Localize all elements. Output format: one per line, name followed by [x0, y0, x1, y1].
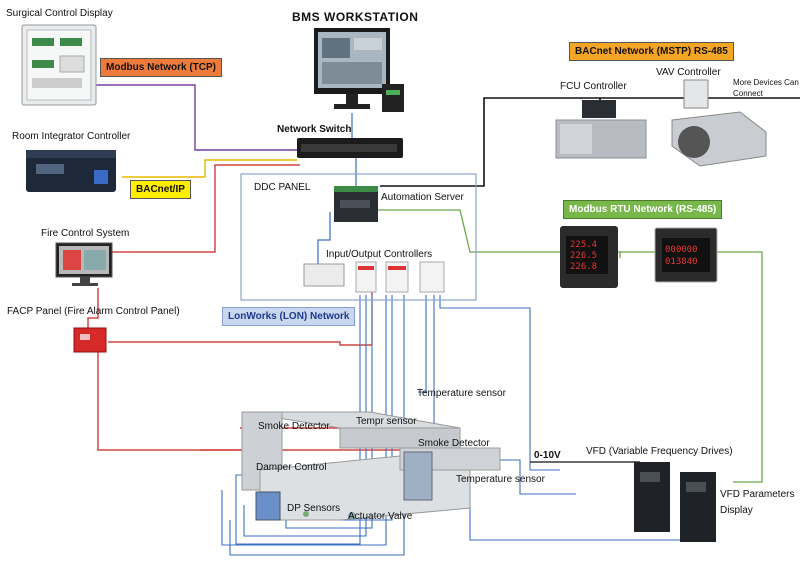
power-meter-2 [654, 227, 718, 283]
zero-ten-v-label: 0-10V [534, 450, 561, 461]
power-meter-1 [560, 226, 618, 288]
temp-sensor-bottom-label: Temperature sensor [456, 474, 545, 485]
actuator-valve-label: Actuator Valve [348, 511, 413, 522]
bms-workstation-device [314, 28, 404, 112]
surgical-control-display-device [21, 24, 97, 106]
ddc-panel-label: DDC PANEL [254, 182, 311, 193]
vfd-params-label-1: VFD Parameters [720, 489, 795, 500]
modbus-rtu-tag: Modbus RTU Network (RS-485) [563, 200, 723, 219]
io-controllers-label: Input/Output Controllers [326, 249, 433, 260]
surgical-label: Surgical Control Display [6, 8, 113, 19]
ddc-panel-frame [240, 173, 477, 301]
page-title: BMS WORKSTATION [292, 10, 419, 24]
facp-sensor-link [97, 352, 260, 451]
temp-sensor-top-label: Temperature sensor [417, 388, 506, 399]
bacnet-ip-link [122, 159, 297, 178]
fire-control-link [112, 164, 300, 253]
more-devices-label-1: More Devices Can [733, 78, 799, 87]
room-integrator-device [26, 150, 116, 192]
fcu-label: FCU Controller [560, 81, 627, 92]
vav-label: VAV Controller [656, 67, 721, 78]
modbus-tcp-tag: Modbus Network (TCP) [100, 58, 222, 77]
meter2-readout: 000000 013840 [665, 245, 698, 267]
automation-server-device [334, 186, 378, 222]
dp-sensors-label: DP Sensors [287, 503, 341, 514]
lonworks-tag: LonWorks (LON) Network [222, 307, 356, 326]
vfd-params-label-2: Display [720, 505, 753, 516]
air-handling-unit [241, 411, 501, 521]
bacnet-mstp-bus [380, 97, 800, 187]
meter1-readout: 225.4 226.5 226.8 [570, 240, 598, 272]
vfd-devices [634, 462, 716, 542]
vav-controller-device [671, 79, 767, 167]
smoke-detector-2-label: Smoke Detector [418, 438, 490, 449]
bacnet-mstp-tag: BACnet Network (MSTP) RS-485 [569, 42, 734, 61]
network-switch-device [297, 138, 403, 158]
io-controllers-devices [303, 261, 445, 293]
facp-label: FACP Panel (Fire Alarm Control Panel) [7, 306, 180, 317]
damper-control-label: Damper Control [256, 462, 327, 473]
more-devices-label-2: Connect [733, 89, 763, 98]
automation-server-label: Automation Server [381, 192, 464, 203]
room-integrator-label: Room Integrator Controller [12, 131, 131, 142]
modbus-tcp-link [96, 84, 297, 151]
fcu-controller-device [555, 100, 647, 159]
fire-control-label: Fire Control System [41, 228, 130, 239]
tempr-sensor-label: Tempr sensor [356, 416, 417, 427]
smoke-detector-1-label: Smoke Detector [258, 421, 330, 432]
bacnet-ip-tag: BACnet/IP [130, 180, 191, 199]
fire-control-monitor [55, 242, 113, 286]
vfd-label: VFD (Variable Frequency Drives) [586, 446, 733, 457]
facp-panel-device [73, 327, 107, 353]
network-switch-label: Network Switch [277, 124, 352, 135]
